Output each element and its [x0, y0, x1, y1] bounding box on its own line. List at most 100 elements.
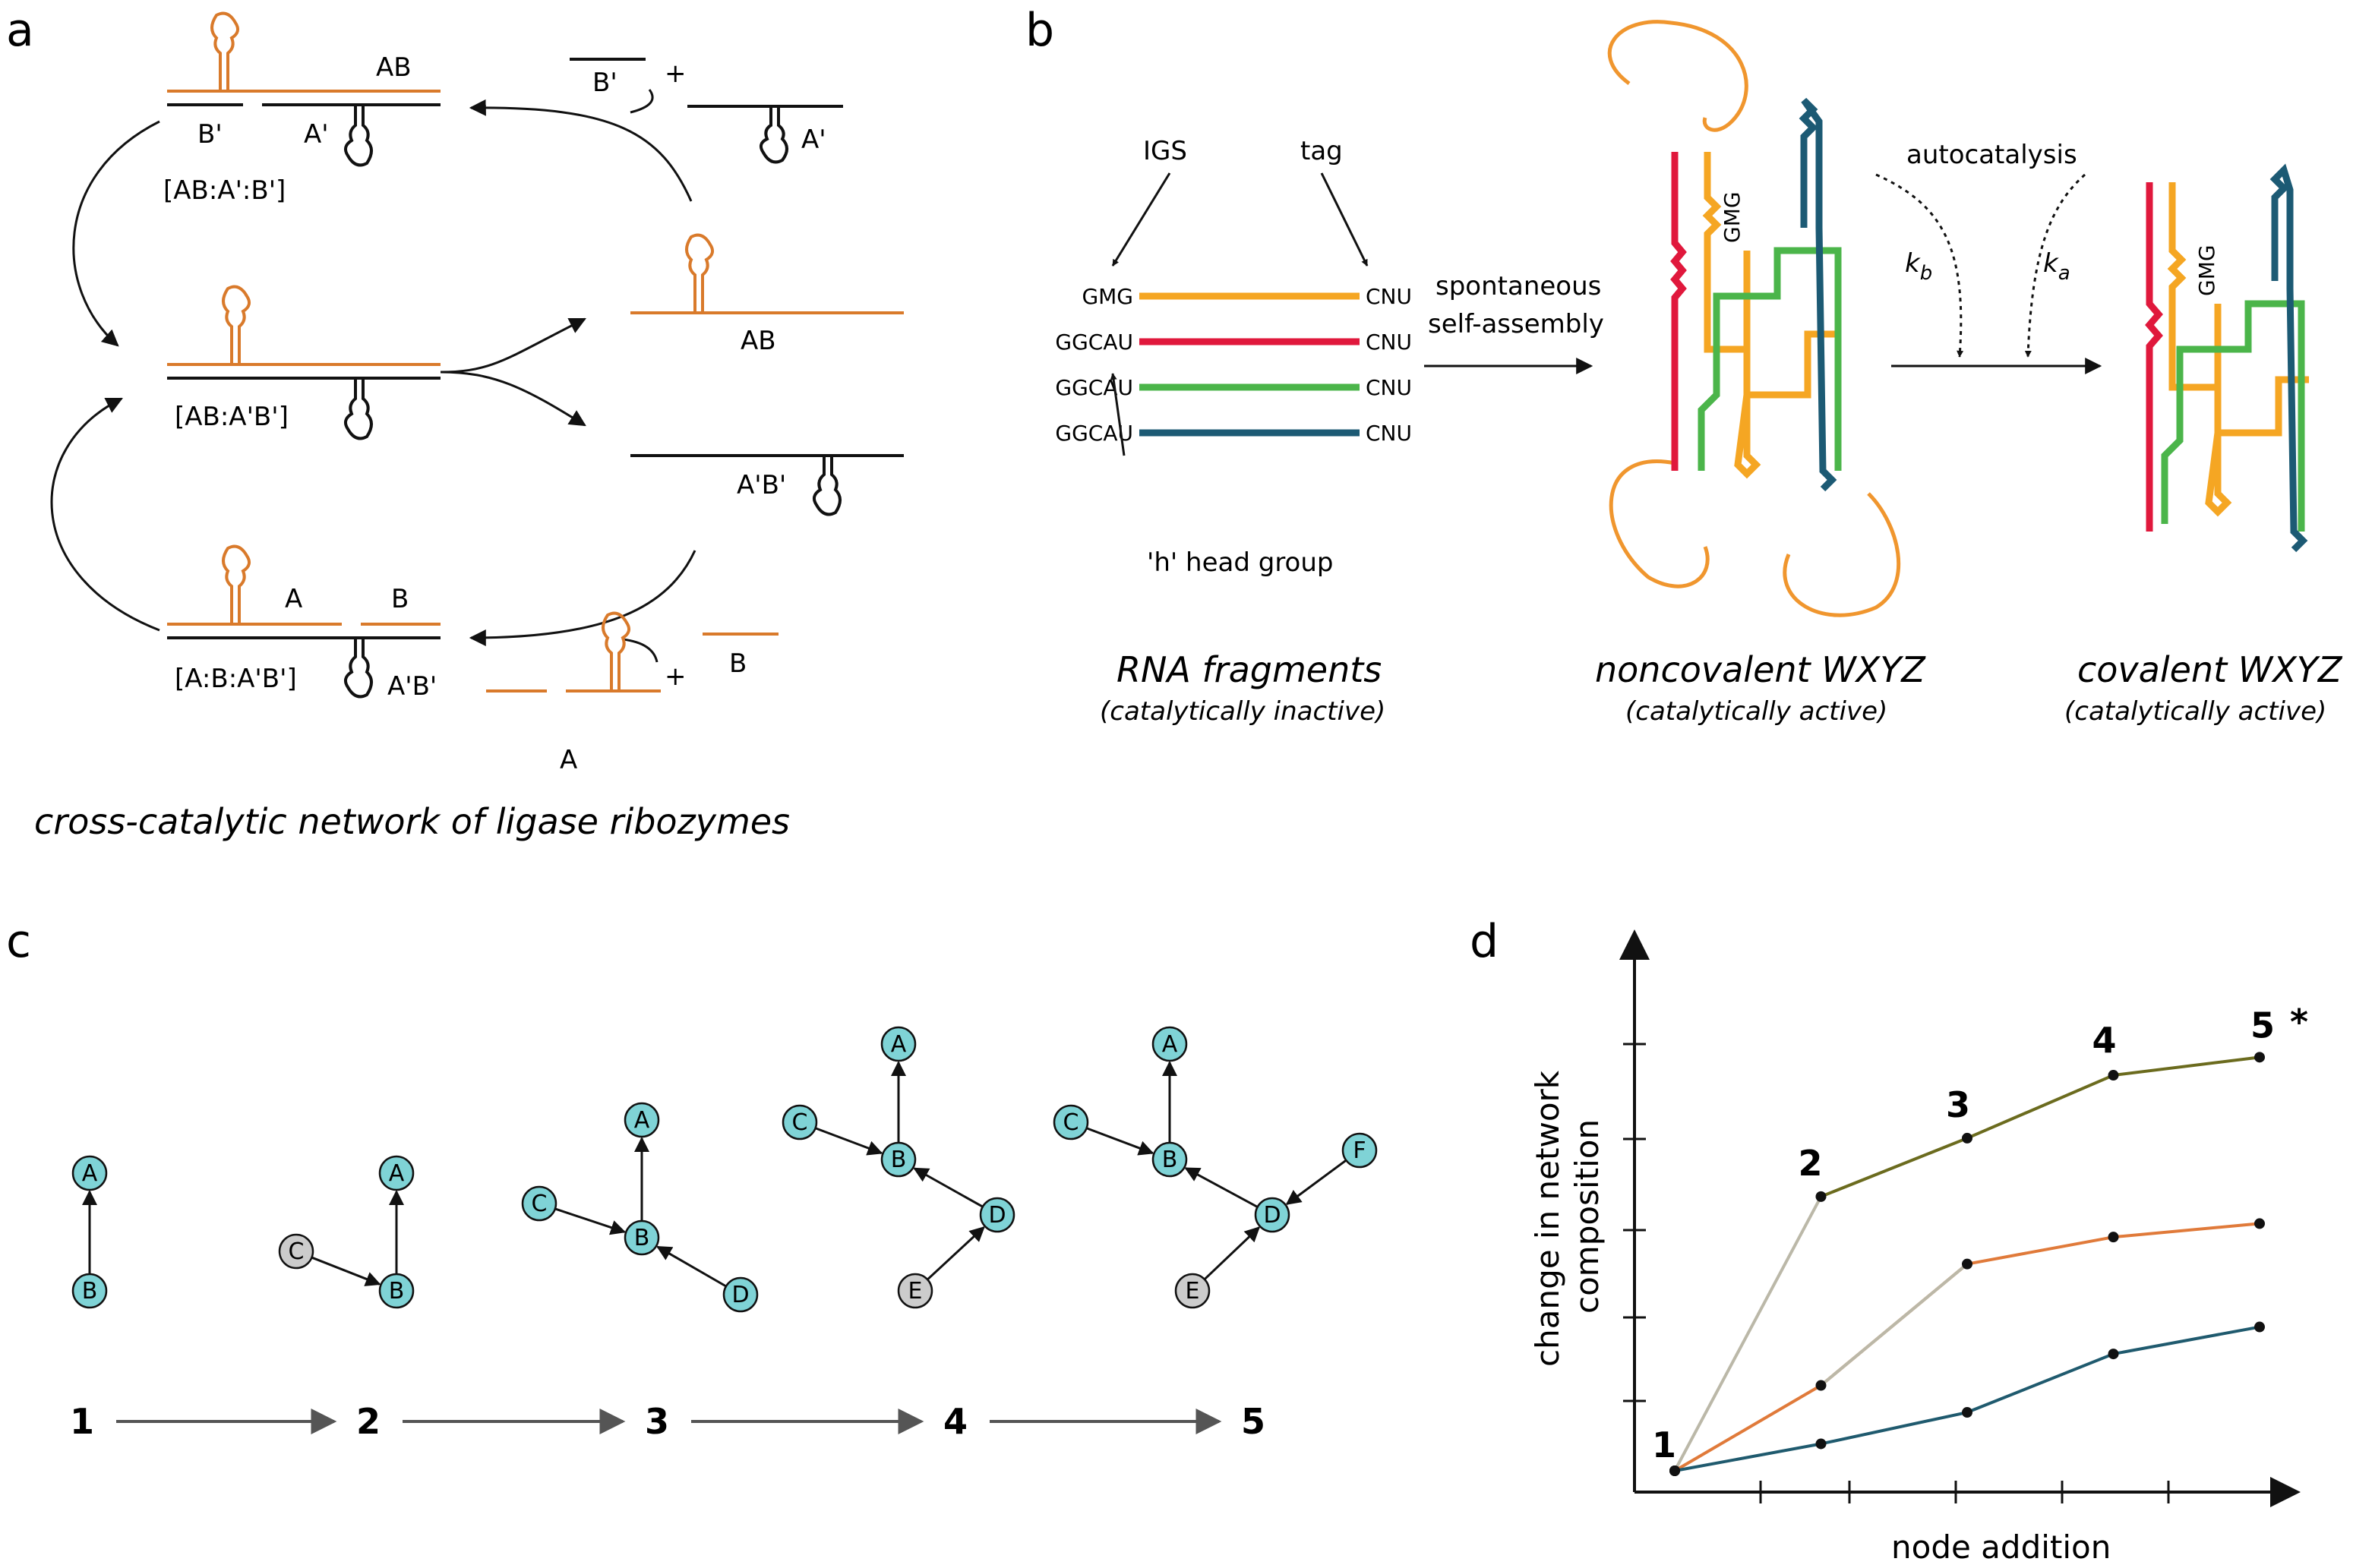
node-label-b: B — [634, 1225, 650, 1251]
series-1-segment-1 — [1673, 1195, 1823, 1472]
caption-b1-main: RNA fragments — [1116, 649, 1382, 690]
fragment-left-label: GGCAU — [1055, 375, 1133, 400]
label-self-assembly: self-assembly — [1428, 309, 1604, 339]
cov-strand-blue — [2269, 163, 2308, 553]
cov-label-gmg: GMG — [2194, 245, 2219, 296]
series-2-point-2 — [1815, 1380, 1827, 1391]
cov-strand-red — [2145, 182, 2163, 532]
series-3-segment-3 — [1966, 1352, 2115, 1414]
node-label-a: A — [389, 1160, 405, 1187]
chart-series — [1673, 1055, 2260, 1472]
hairpin-orange-bot — [222, 544, 251, 624]
arrow-tag — [1320, 172, 1369, 267]
series-3-segment-1 — [1674, 1442, 1821, 1472]
strand-orange — [1702, 152, 1838, 399]
node-e — [1174, 1273, 1211, 1309]
complex-a-b-a-prime-b-prime: A B [A:B:A'B'] A'B' — [167, 544, 441, 702]
strand-red — [1670, 152, 1687, 471]
caption-a: cross-catalytic network of ligase ribozy… — [34, 801, 790, 842]
label-complex-mid: [AB:A'B'] — [175, 402, 289, 432]
node-label-b: B — [891, 1147, 907, 1173]
node-label-a: A — [891, 1031, 907, 1058]
fragment-right-label: CNU — [1366, 421, 1412, 446]
series-3-point-1 — [1669, 1465, 1680, 1476]
edge-E-D — [1203, 1226, 1261, 1280]
node-label-c: C — [1063, 1109, 1079, 1136]
node-label-d: D — [731, 1282, 749, 1308]
label-a-prime-in: A' — [801, 125, 826, 155]
node-b — [1151, 1141, 1188, 1178]
label-igs: IGS — [1143, 136, 1187, 166]
series-1-segment-4 — [2113, 1055, 2260, 1077]
hairpin-orange-mid — [222, 285, 251, 364]
arrow-split-down — [440, 371, 586, 427]
fragment-right-label: CNU — [1366, 330, 1412, 355]
hairpin-ab-out — [685, 233, 715, 313]
label-a-prime-b-prime-out: A'B' — [737, 470, 786, 500]
series-2-segment-3 — [1966, 1235, 2114, 1266]
cov-strand-orange — [2167, 182, 2309, 437]
step-label-1: 1 — [70, 1401, 94, 1442]
step-label-3: 3 — [645, 1401, 669, 1442]
fragment-left-label: GMG — [1082, 284, 1133, 309]
hairpin-a-prime-in — [759, 106, 788, 164]
arrow-head-group — [1110, 373, 1126, 456]
node-label-b: B — [82, 1278, 98, 1305]
fragment-1: GMG CNU — [1082, 284, 1412, 309]
arrow-split-up — [440, 317, 586, 374]
star-marker: * — [2290, 1002, 2308, 1043]
node-a — [624, 1102, 660, 1138]
series-1-point-4 — [2108, 1070, 2119, 1081]
noncovalent-wxyz: GMG — [1607, 20, 1901, 617]
fragment-left-label: GGCAU — [1055, 330, 1133, 355]
node-label-f: F — [1353, 1137, 1366, 1164]
caption-b2-sub: (catalytically active) — [1625, 696, 1887, 727]
caption-b1-sub: (catalytically inactive) — [1100, 696, 1385, 727]
series-2-segment-1 — [1673, 1383, 1822, 1472]
node-label-b: B — [389, 1278, 405, 1305]
hairpin-a-in — [602, 611, 631, 691]
series-2-point-3 — [1962, 1258, 1972, 1270]
inputs-bottom: + B A — [469, 550, 779, 775]
edge-E-D — [927, 1226, 985, 1281]
fragment-right-label: CNU — [1366, 375, 1412, 400]
panel-d: d node addition change in network compos… — [1470, 915, 2308, 1566]
inputs-top: B' + A' — [469, 58, 843, 202]
label-gmg-center: GMG — [1720, 191, 1745, 243]
label-complex-top: [AB:A':B'] — [163, 175, 286, 206]
fragment-right-label: CNU — [1366, 284, 1412, 309]
covalent-wxyz: GMG — [2145, 163, 2309, 553]
hairpin-black-top — [343, 105, 373, 167]
product-a-prime-b-prime: A'B' — [630, 454, 904, 516]
arrow-ka — [2024, 173, 2086, 358]
hairpin-black-bot — [343, 638, 373, 699]
node-d — [979, 1197, 1015, 1233]
node-a — [378, 1155, 415, 1191]
label-b-in: B — [729, 648, 747, 679]
series-3-segment-2 — [1821, 1411, 1968, 1446]
strand-green — [1698, 247, 1842, 471]
label-tag: tag — [1300, 136, 1343, 166]
network-step-2: ABC — [278, 1155, 415, 1309]
complex-ab-a-prime-b-prime: AB B' A' [AB:A':B'] — [163, 11, 441, 206]
transition-link-1 — [1820, 1263, 1969, 1387]
edge-C-B — [1086, 1127, 1154, 1156]
fragment-2: GGCAU CNU — [1055, 330, 1412, 355]
edge-C-B — [815, 1127, 883, 1156]
edge-C-B — [554, 1207, 627, 1235]
node-label-d: D — [1263, 1202, 1281, 1229]
label-a-in: A — [560, 745, 577, 775]
chart-points — [1669, 1052, 2265, 1476]
caption-b3-main: covalent WXYZ — [2077, 649, 2343, 690]
node-a — [1151, 1026, 1188, 1062]
fragment-3: GGCAU CNU — [1055, 375, 1412, 400]
point-label-2: 2 — [1799, 1143, 1823, 1184]
curl-bottom — [622, 638, 659, 663]
series-1-point-2 — [1815, 1191, 1827, 1202]
series-3-point-4 — [2108, 1349, 2119, 1360]
node-label-c: C — [532, 1191, 548, 1217]
curl-top — [630, 89, 654, 114]
arrow-bottom-input — [469, 550, 696, 646]
